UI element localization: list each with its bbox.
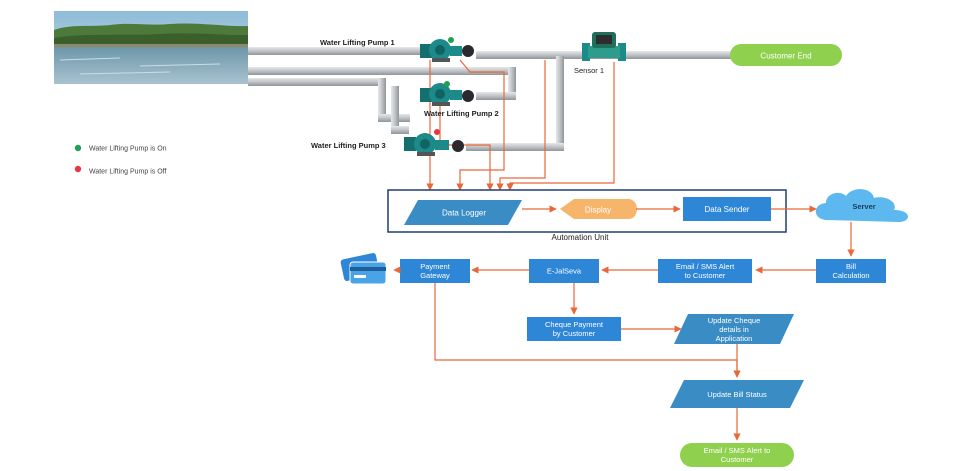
pump-2-status-dot: [444, 81, 450, 87]
legend-off-label: Water Lifting Pump is Off: [89, 169, 166, 176]
reservoir-photo: [54, 11, 248, 84]
bill-calculation-node: Bill Calculation: [816, 259, 886, 283]
pump-3-label: Water Lifting Pump 3: [311, 141, 386, 150]
pipe-network: [248, 47, 731, 151]
pump-3-status-dot: [434, 129, 440, 135]
customer-end-node: Customer End: [730, 44, 842, 66]
bill-calc-line1: Bill: [846, 262, 856, 271]
data-logger-label: Data Logger: [442, 209, 486, 218]
server-cloud-icon: Server: [815, 189, 909, 222]
final-alert-line1: Email / SMS Alert to: [704, 446, 771, 455]
cheque-payment-node: Cheque Payment by Customer: [527, 317, 621, 341]
legend: Water Lifting Pump is On Water Lifting P…: [74, 144, 167, 176]
automation-unit-frame: [387, 189, 787, 233]
ejalseva-label: E-JalSeva: [547, 267, 582, 276]
credit-card-icon: [340, 253, 387, 285]
pump-1-label: Water Lifting Pump 1: [320, 38, 395, 47]
cheque-payment-line1: Cheque Payment: [545, 320, 604, 329]
server-label: Server: [852, 202, 875, 211]
final-alert-line2: Customer: [721, 455, 754, 464]
update-cheque-node: Update Cheque details in Application: [674, 314, 794, 344]
signal-lines: [426, 59, 615, 191]
update-cheque-line3: Application: [716, 334, 753, 343]
update-bill-status-node: Update Bill Status: [670, 380, 804, 408]
pump-3: [404, 133, 464, 156]
payment-gateway-node: Payment Gateway: [400, 259, 470, 283]
automation-unit-title: Automation Unit: [552, 233, 610, 242]
email-alert-line1: Email / SMS Alert: [676, 262, 735, 271]
display-label: Display: [585, 206, 611, 215]
final-email-alert-node: Email / SMS Alert to Customer: [680, 443, 794, 467]
data-sender-node: Data Sender: [683, 197, 771, 221]
pump-2-label: Water Lifting Pump 2: [424, 109, 499, 118]
legend-on-label: Water Lifting Pump is On: [89, 146, 167, 153]
pump-2: [420, 83, 474, 106]
payment-gateway-line2: Gateway: [420, 271, 450, 280]
legend-on-dot: [74, 144, 82, 152]
cheque-payment-line2: by Customer: [553, 329, 596, 338]
payment-gateway-line1: Payment: [420, 262, 451, 271]
email-alert-line2: to Customer: [685, 271, 726, 280]
data-logger-node: Data Logger: [404, 200, 522, 225]
update-cheque-line1: Update Cheque: [708, 316, 761, 325]
customer-end-label: Customer End: [760, 52, 811, 61]
ejalseva-node: E-JalSeva: [529, 259, 599, 283]
bill-calc-line2: Calculation: [832, 271, 869, 280]
pump-1: [420, 39, 474, 62]
update-bill-label: Update Bill Status: [707, 390, 767, 399]
sensor-label: Sensor 1: [574, 66, 604, 75]
pump-1-status-dot: [448, 37, 454, 43]
sensor-meter-icon: [582, 32, 626, 61]
legend-off-dot: [74, 165, 82, 173]
data-sender-label: Data Sender: [705, 205, 750, 214]
display-node: Display: [560, 199, 637, 219]
email-sms-alert-node: Email / SMS Alert to Customer: [658, 259, 752, 283]
update-cheque-line2: details in: [719, 325, 749, 334]
